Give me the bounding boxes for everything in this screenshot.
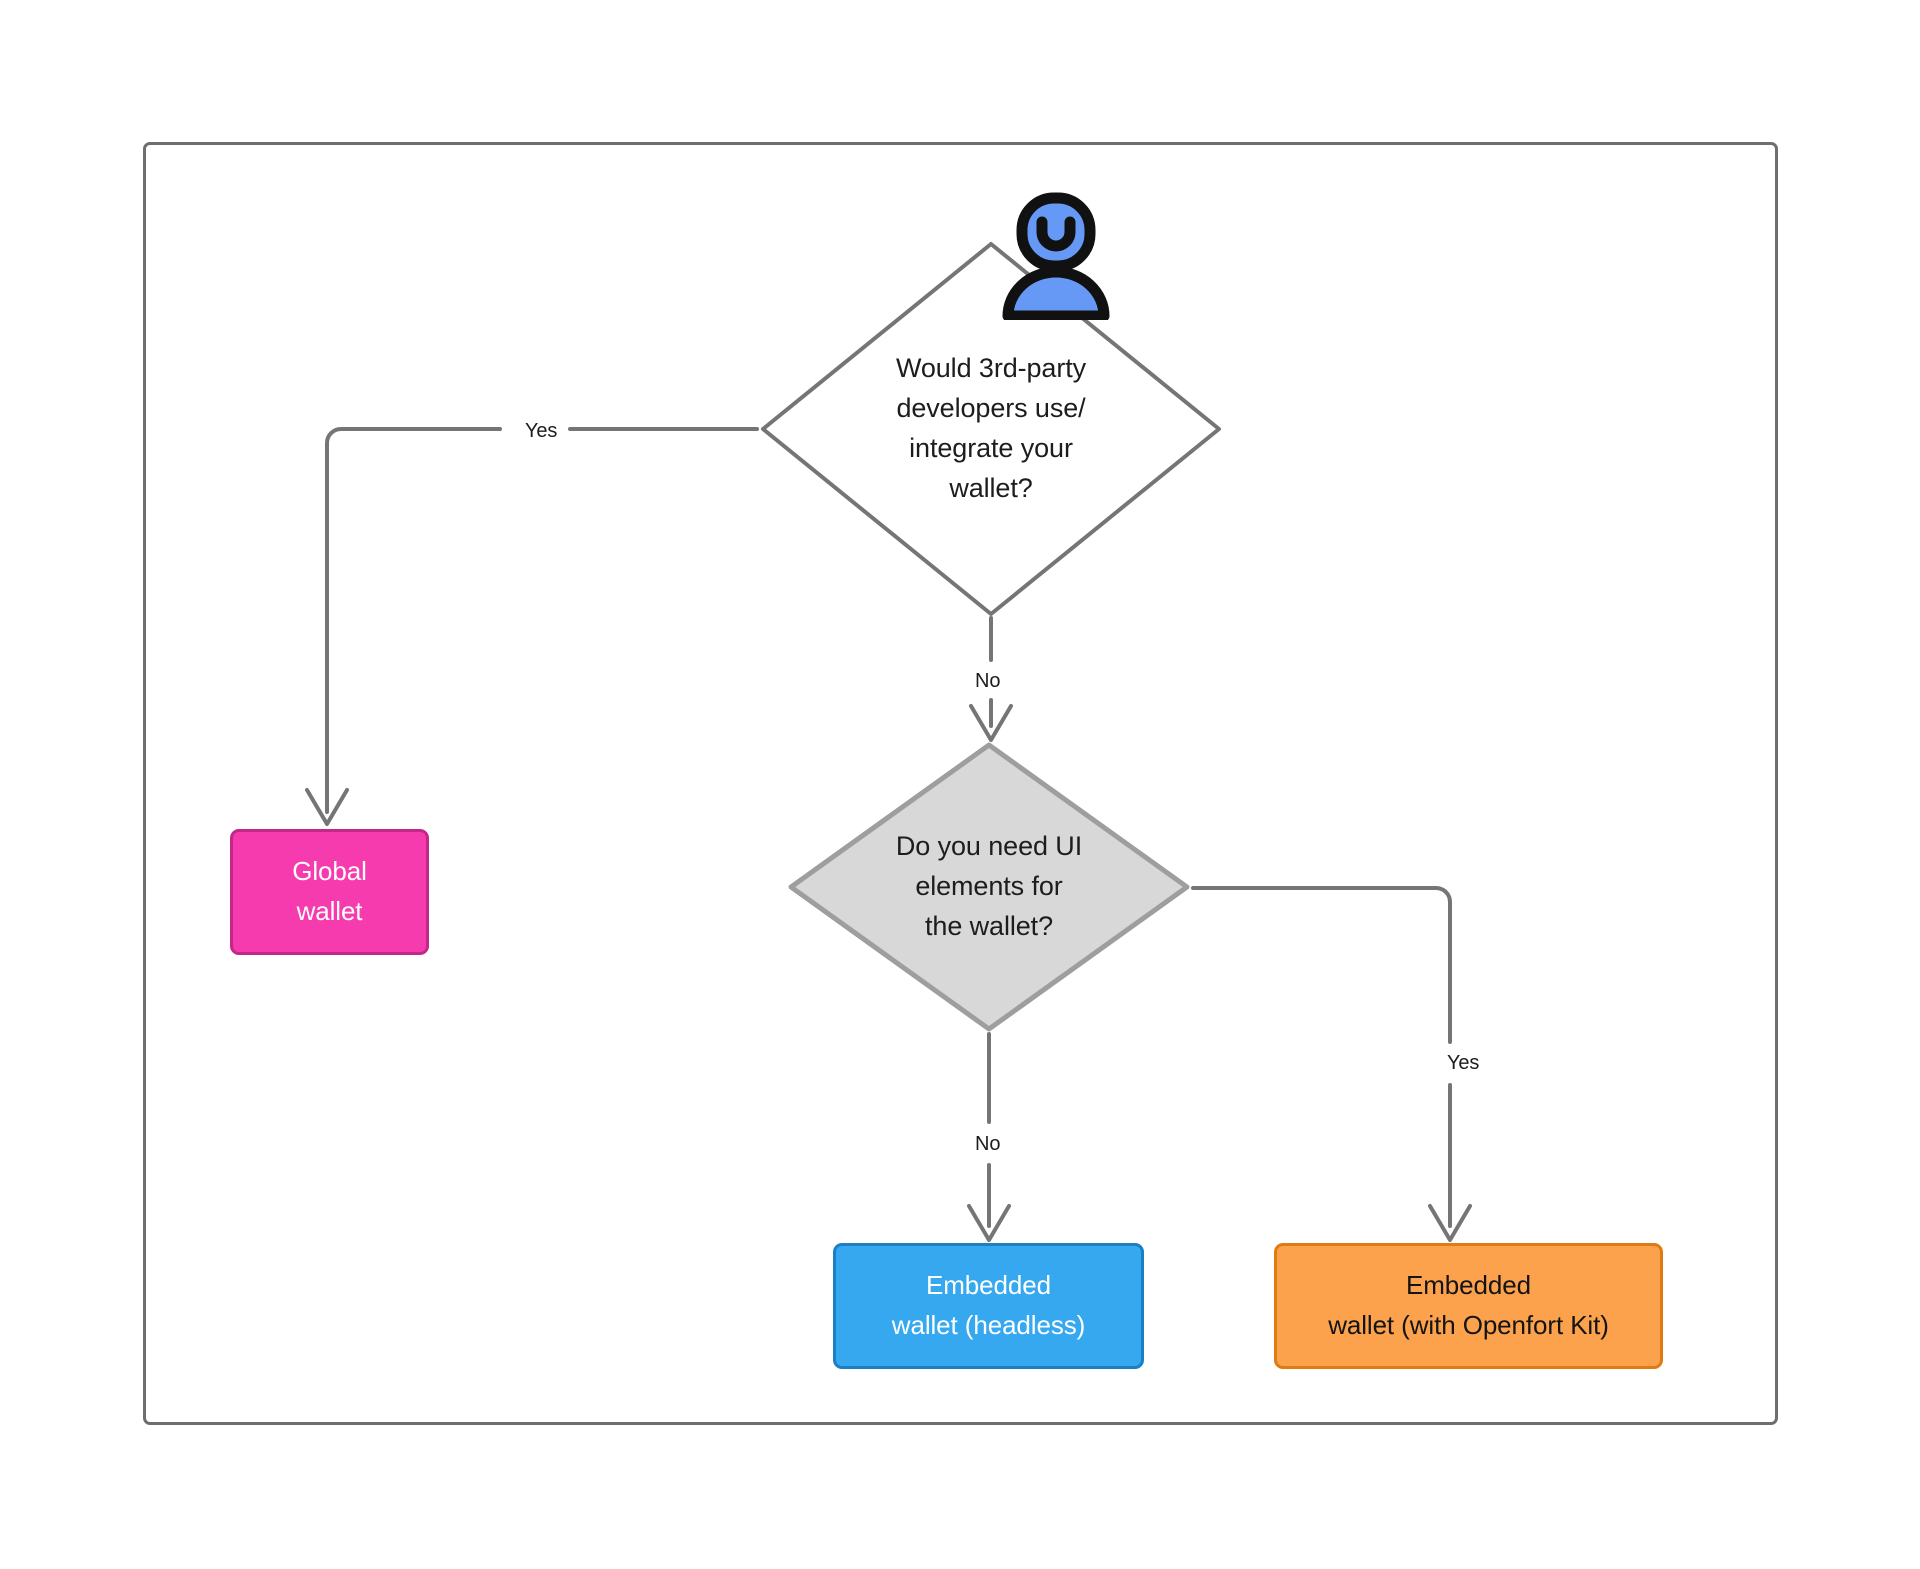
node-embedded-wallet-openfort-kit-label: Embedded wallet (with Openfort Kit) — [1328, 1270, 1609, 1340]
edge-yes-right-segment-a — [1191, 886, 1452, 1044]
edge-yes-left-segment-b — [325, 427, 502, 814]
edge-label-no-to-headless: No — [968, 1133, 1008, 1156]
node-embedded-wallet-openfort-kit[interactable]: Embedded wallet (with Openfort Kit) — [1274, 1243, 1663, 1369]
edge-label-yes-global-wallet: Yes — [518, 420, 565, 443]
edge-yes-left-arrowhead — [305, 788, 349, 826]
edge-label-yes-to-openfort-kit: Yes — [1440, 1052, 1487, 1075]
decision-ui-elements-label: Do you need UI elements for the wallet? — [895, 831, 1083, 941]
decision-third-party-shape — [761, 242, 1221, 616]
user-icon — [1002, 192, 1110, 320]
node-global-wallet-label: Global wallet — [292, 856, 367, 926]
edge-label-no-to-ui-decision: No — [968, 670, 1008, 693]
decision-third-party[interactable]: Would 3rd-party developers use/ integrat… — [759, 240, 1223, 618]
decision-ui-elements-shape — [788, 742, 1190, 1032]
edge-yes-right-arrowhead — [1428, 1204, 1472, 1242]
node-embedded-wallet-headless-label: Embedded wallet (headless) — [891, 1270, 1086, 1340]
node-global-wallet[interactable]: Global wallet — [230, 829, 429, 955]
decision-ui-elements[interactable]: Do you need UI elements for the wallet? — [787, 741, 1191, 1033]
edge-no-2-arrowhead — [967, 1204, 1011, 1242]
edge-no-1-arrowhead — [969, 704, 1013, 742]
diagram-frame — [143, 142, 1778, 1425]
decision-third-party-label: Would 3rd-party developers use/ integrat… — [895, 353, 1087, 503]
node-embedded-wallet-headless[interactable]: Embedded wallet (headless) — [833, 1243, 1144, 1369]
